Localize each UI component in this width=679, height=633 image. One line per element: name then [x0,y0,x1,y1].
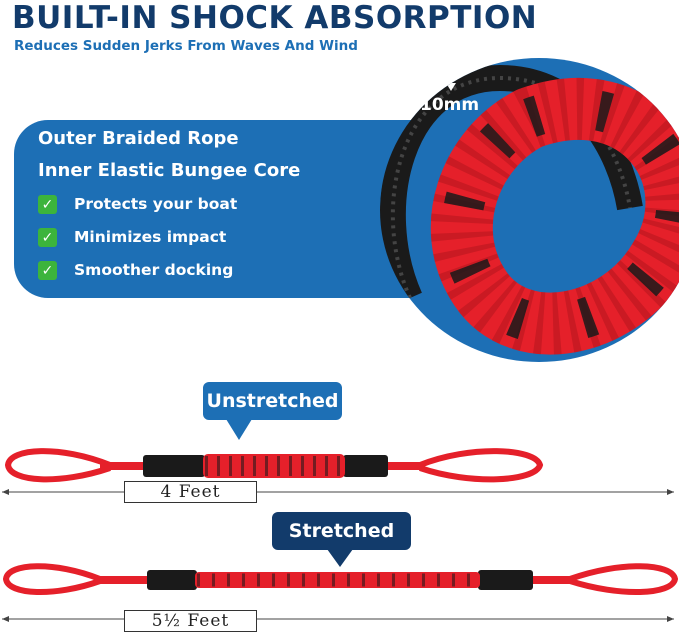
check-mark-icon: ✓ [38,261,57,280]
unstretched-length-label: 4 Feet [124,481,257,503]
unstretched-rope [2,448,674,495]
unstretched-tag: Unstretched [203,382,342,420]
bullet-minimizes: Minimizes impact [74,228,227,246]
bullet-protects: Protects your boat [74,195,238,213]
page-subtitle: Reduces Sudden Jerks From Waves And Wind [14,38,358,54]
check-mark-icon: ✓ [38,195,57,214]
page-title: BUILT-IN SHOCK ABSORPTION [12,0,538,36]
check-mark-icon: ✓ [38,228,57,247]
bullet-smoother: Smoother docking [74,261,234,279]
panel-heading-inner: Inner Elastic Bungee Core [38,160,301,181]
tag-pointer [327,549,353,567]
stretched-length-label: 5½ Feet [124,610,257,632]
stretched-tag: Stretched [272,512,411,550]
stretched-rope [2,563,679,622]
rope-closeup-graphic [380,58,679,355]
rope-closeup-image [380,58,679,362]
dimension-label: 10mm [420,95,480,115]
panel-heading-outer: Outer Braided Rope [38,128,239,149]
tag-pointer [226,419,252,440]
